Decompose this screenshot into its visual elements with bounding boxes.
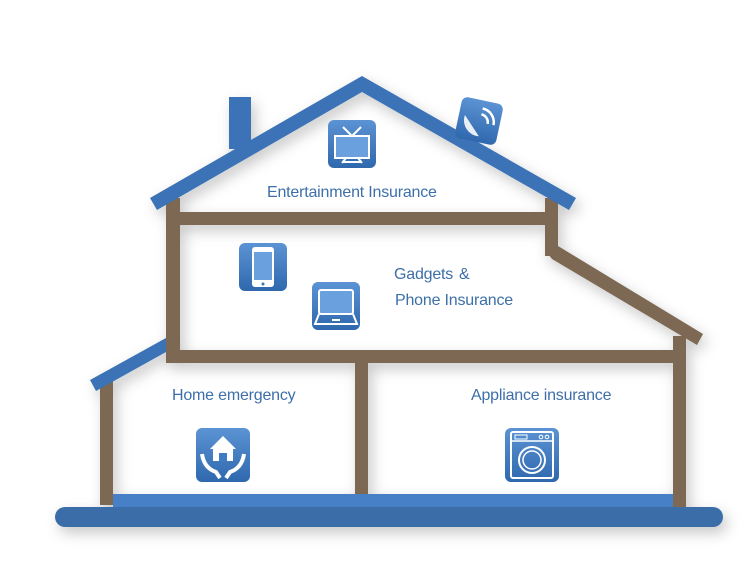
house-frame xyxy=(100,198,703,508)
home-emergency-label: Home emergency xyxy=(172,387,296,404)
floor xyxy=(113,494,673,507)
washing-machine-icon xyxy=(505,428,559,482)
entertainment-insurance-label: Entertainment Insurance xyxy=(267,184,437,201)
appliance-insurance-label: Appliance insurance xyxy=(471,387,612,404)
phone-insurance-label: Phone Insurance xyxy=(395,292,513,309)
laptop-icon xyxy=(312,282,360,330)
ampersand-label: & xyxy=(459,266,470,283)
chimney xyxy=(229,97,251,149)
gadgets-label: Gadgets xyxy=(394,266,454,283)
tv-icon xyxy=(328,120,376,168)
ground-base xyxy=(55,507,723,527)
satellite-dish-icon xyxy=(455,97,503,145)
lower-left-roof xyxy=(90,338,166,391)
smartphone-icon xyxy=(239,243,287,291)
home-in-hands-icon xyxy=(196,428,250,482)
